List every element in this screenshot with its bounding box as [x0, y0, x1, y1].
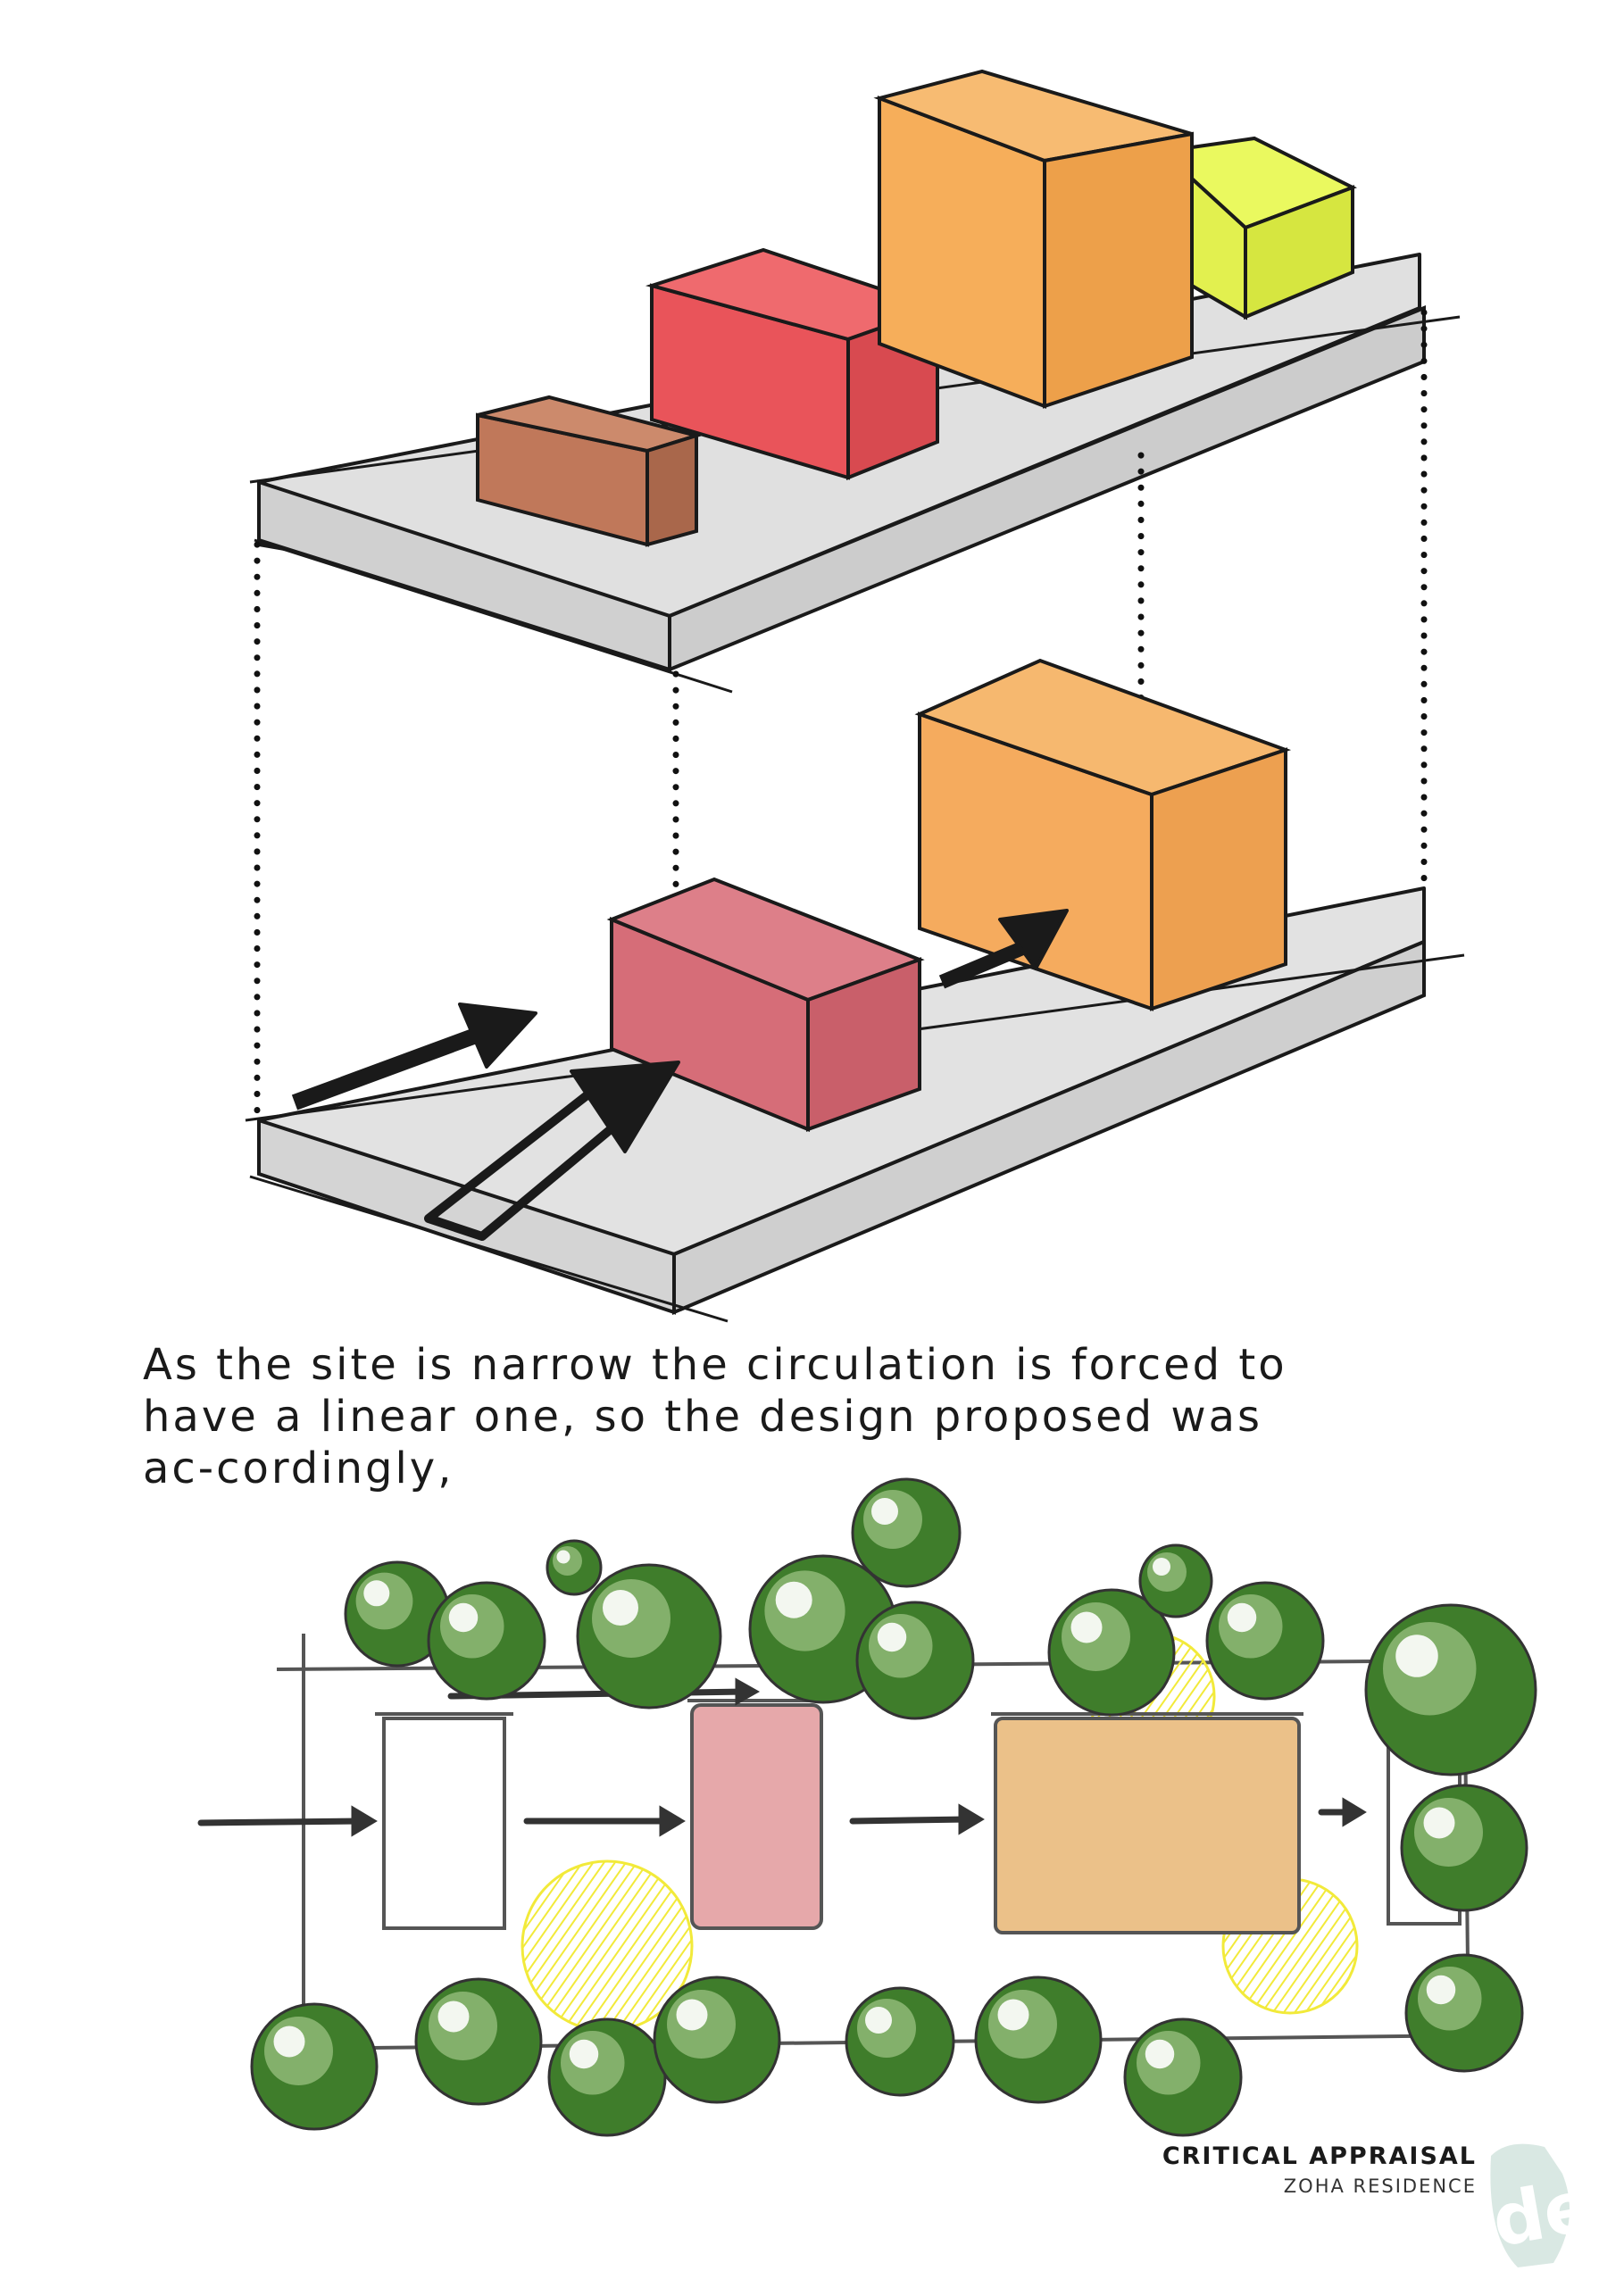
arrow-icon: [523, 1805, 686, 1837]
dotted-connectors: [254, 309, 1428, 1249]
footer-subtitle: ZOHA RESIDENCE: [1283, 2175, 1477, 2197]
arrow-icon: [291, 1002, 537, 1111]
tree-icon: [1205, 1581, 1325, 1701]
logo-text: de: [1486, 2164, 1599, 2263]
tree-icon: [414, 1977, 543, 2106]
upper-block-brown: [476, 395, 704, 547]
tree-icon: [1404, 1953, 1524, 2073]
tree-icon: [851, 1477, 962, 1588]
tree-icon: [1123, 2017, 1243, 2137]
arrow-icon: [849, 1803, 985, 1835]
logo-icon: [1490, 2143, 1570, 2267]
room-3: [994, 1717, 1301, 1934]
plan-rooms: [375, 1699, 1462, 1934]
arrow-icon: [1318, 1797, 1367, 1827]
room-1: [382, 1717, 506, 1930]
tree-icon: [1400, 1784, 1528, 1912]
arrow-icon: [424, 1061, 680, 1241]
tree-icon: [545, 1539, 603, 1596]
upper-block-orange: [873, 69, 1194, 409]
tree-icon: [855, 1601, 975, 1720]
arrow-icon: [197, 1805, 378, 1837]
upper-block-yellow: [1190, 136, 1357, 320]
tree-icon: [974, 1976, 1103, 2104]
trees: [250, 1477, 1537, 2137]
tree-icon: [653, 1976, 781, 2104]
tree-icon: [1047, 1588, 1176, 1717]
arrow-icon: [938, 909, 1069, 989]
caption: As the site is narrow the circulation is…: [143, 1340, 1287, 1493]
circulation-arrows-axo: [291, 909, 1069, 1241]
tree-icon: [845, 1986, 955, 2097]
tree-icon: [1364, 1603, 1537, 1776]
tree-icon: [547, 2017, 667, 2137]
tree-icon: [427, 1581, 546, 1701]
upper-block-red: [645, 247, 944, 480]
lower-block-orange: [914, 658, 1292, 1011]
lower-slab-side: [672, 939, 1426, 1316]
tree-icon: [344, 1560, 451, 1668]
tree-icon: [576, 1563, 722, 1710]
tree-icon: [250, 2002, 379, 2131]
footer-title: CRITICAL APPRAISAL: [1162, 2142, 1477, 2170]
lower-block-pink: [606, 877, 925, 1132]
room-2: [690, 1703, 823, 1930]
axonometric-diagram: [245, 69, 1465, 1323]
tree-icon: [1138, 1543, 1213, 1618]
